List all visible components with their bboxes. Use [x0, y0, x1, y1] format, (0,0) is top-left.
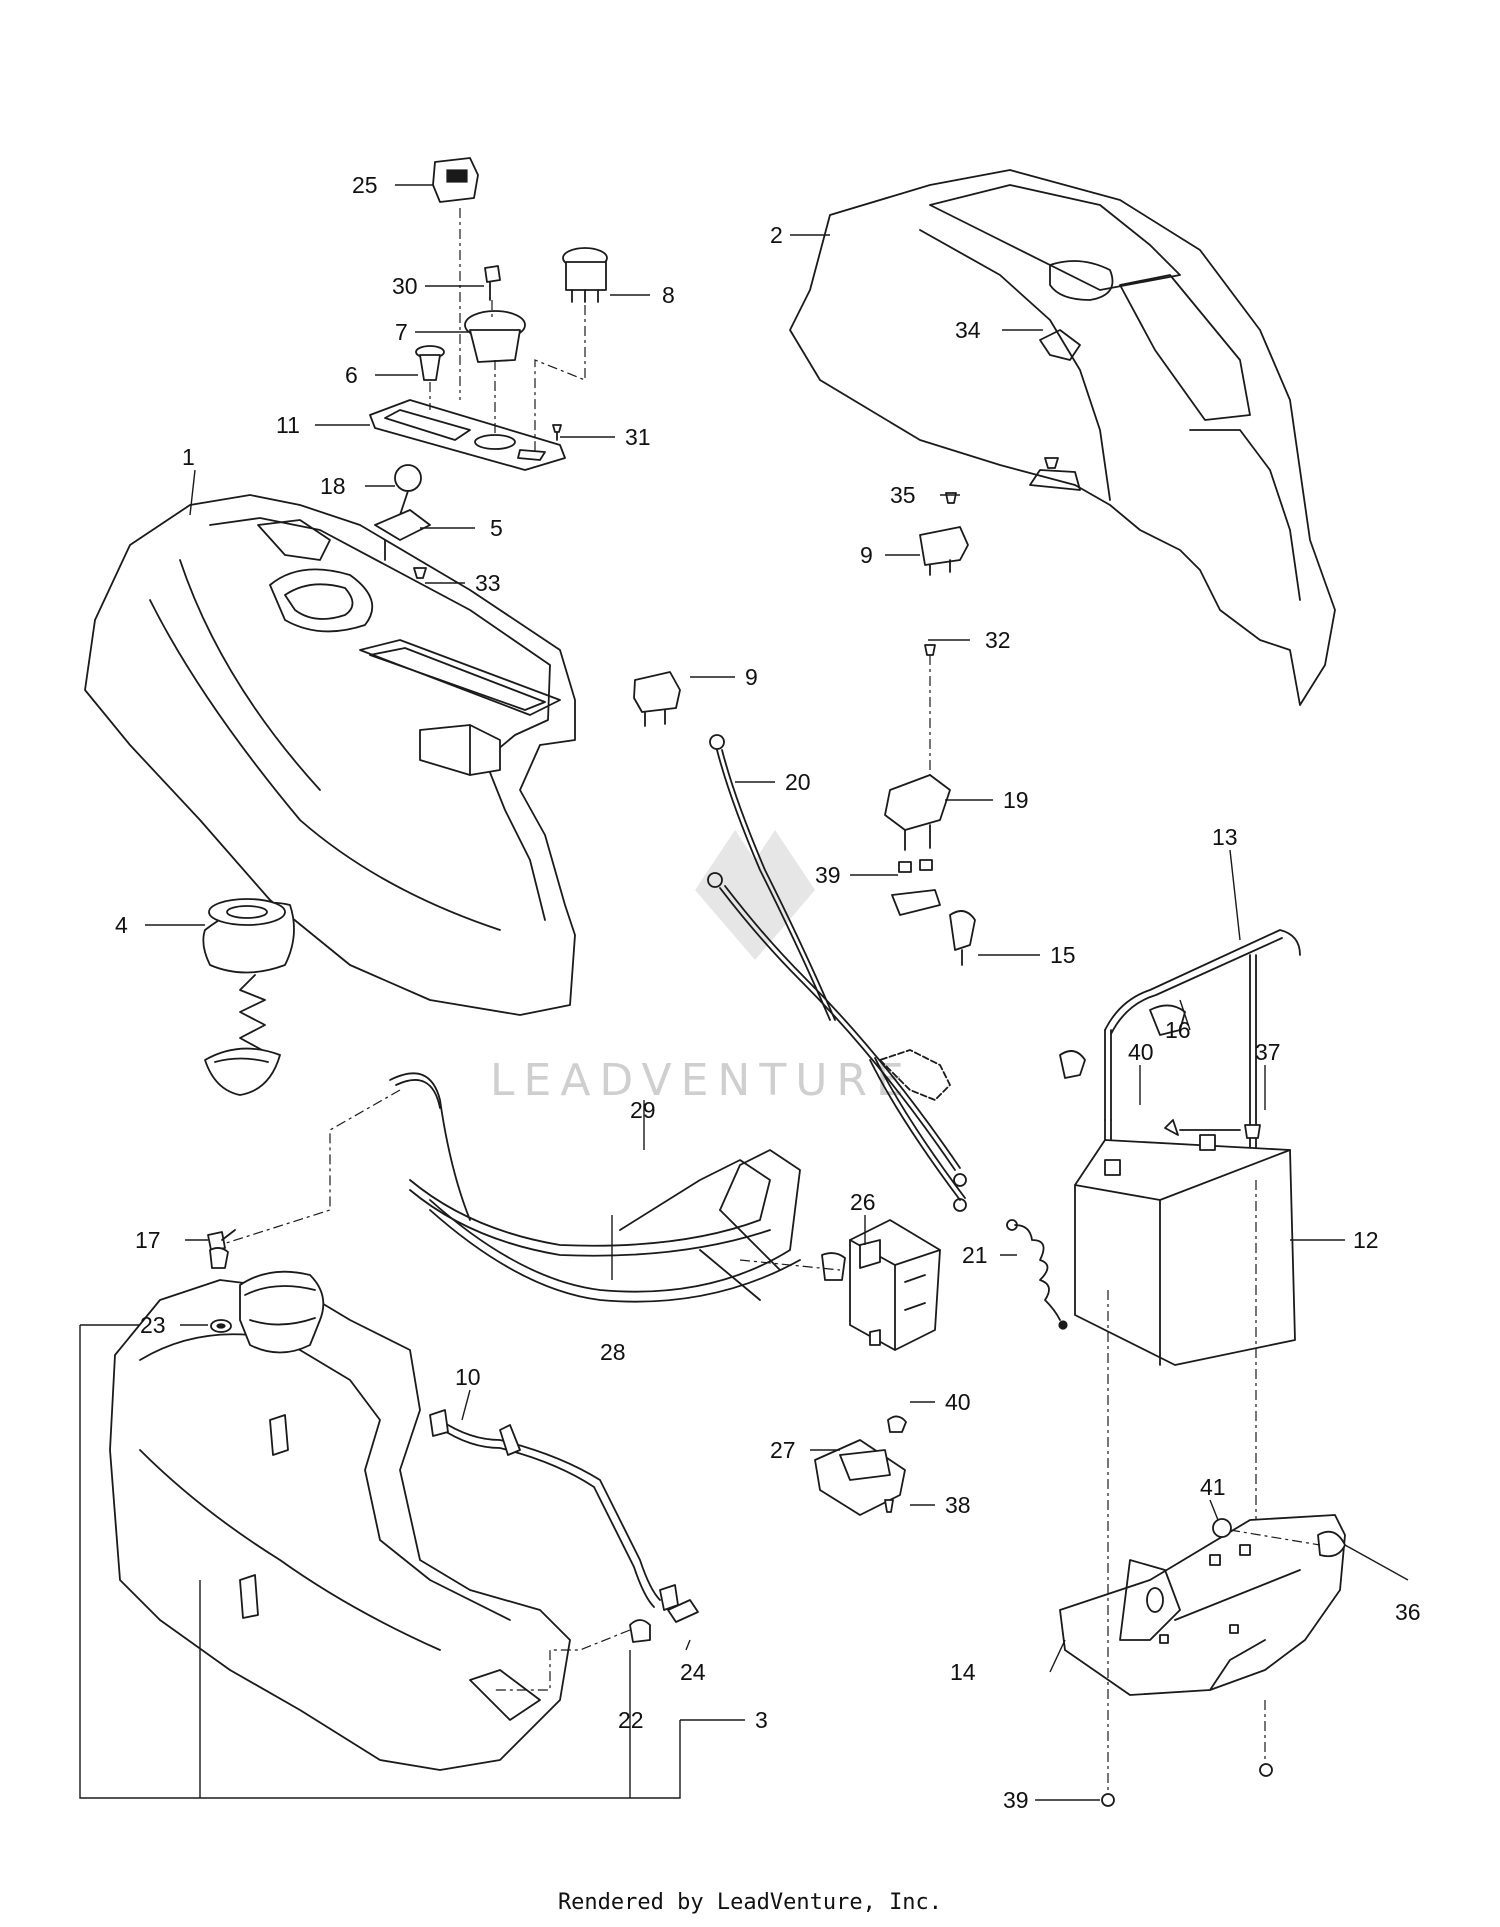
- callout-6: 6: [345, 362, 358, 388]
- part-cable-coil: [1006, 1219, 1068, 1330]
- callout-37: 37: [1255, 1039, 1281, 1065]
- callout-7: 7: [395, 319, 408, 345]
- callout-20: 20: [785, 769, 811, 795]
- callout-1: 1: [182, 444, 195, 470]
- part-rear-fender: [789, 169, 1336, 706]
- callout-40-upper: 40: [1128, 1039, 1154, 1065]
- callout-14: 14: [950, 1659, 976, 1685]
- part-relays: [633, 457, 1081, 727]
- callout-21: 21: [962, 1242, 988, 1268]
- part-module: [739, 1219, 941, 1516]
- callout-16: 16: [1165, 1017, 1191, 1043]
- callout-36: 36: [1395, 1599, 1421, 1625]
- callout-19: 19: [1003, 787, 1029, 813]
- callout-34: 34: [955, 317, 981, 343]
- watermark-text: LEADVENTURE: [490, 1055, 913, 1106]
- callout-11: 11: [276, 412, 300, 438]
- callout-2: 2: [770, 222, 783, 248]
- callout-23: 23: [140, 1312, 166, 1338]
- callout-25: 25: [352, 172, 378, 198]
- callout-labels: 25 30 8 7 6 11 31 18 1 5 33 4 2 34 35 9 …: [115, 172, 1421, 1813]
- callout-27: 27: [770, 1437, 796, 1463]
- callout-38: 38: [945, 1492, 971, 1518]
- part-dash-assembly: [369, 157, 608, 579]
- callout-35: 35: [890, 482, 916, 508]
- part-fuel-cap: [202, 898, 295, 1096]
- part-battery-tray: [1059, 1180, 1346, 1807]
- part-solenoid: [884, 644, 1086, 1079]
- callout-31: 31: [625, 424, 651, 450]
- callout-15: 15: [1050, 942, 1076, 968]
- callout-3: 3: [755, 1707, 768, 1733]
- callout-30: 30: [392, 273, 418, 299]
- callout-8: 8: [662, 282, 675, 308]
- watermark-logo-icon: [695, 830, 815, 960]
- callout-28: 28: [600, 1339, 626, 1365]
- callout-17: 17: [135, 1227, 161, 1253]
- callout-18: 18: [320, 473, 346, 499]
- callout-10: 10: [455, 1364, 481, 1390]
- part-fuel-tank: [109, 1270, 571, 1771]
- callout-33: 33: [475, 570, 501, 596]
- part-battery: [1074, 1119, 1296, 1366]
- callout-4: 4: [115, 912, 128, 938]
- part-fuel-fitting: [207, 1229, 236, 1333]
- leader-lines: [79, 184, 1409, 1801]
- callout-24: 24: [680, 1659, 706, 1685]
- part-fuel-lines: [219, 1072, 801, 1303]
- callout-39-upper: 39: [815, 862, 841, 888]
- callout-22: 22: [618, 1707, 644, 1733]
- part-cables: [707, 734, 967, 1212]
- callout-29: 29: [630, 1097, 656, 1123]
- callout-9-lower: 9: [745, 664, 758, 690]
- callout-5: 5: [490, 515, 503, 541]
- callout-39-lower: 39: [1003, 1787, 1029, 1813]
- callout-12: 12: [1353, 1227, 1379, 1253]
- callout-32: 32: [985, 627, 1011, 653]
- part-console-fender: [84, 494, 576, 1016]
- callout-13: 13: [1212, 824, 1238, 850]
- callout-40-lower: 40: [945, 1389, 971, 1415]
- callout-9-upper: 9: [860, 542, 873, 568]
- part-fuel-hose: [429, 1409, 699, 1691]
- callout-26: 26: [850, 1189, 876, 1215]
- footer-credit: Rendered by LeadVenture, Inc.: [557, 1890, 943, 1915]
- callout-41: 41: [1200, 1474, 1226, 1500]
- watermark: LEADVENTURE: [490, 830, 913, 1106]
